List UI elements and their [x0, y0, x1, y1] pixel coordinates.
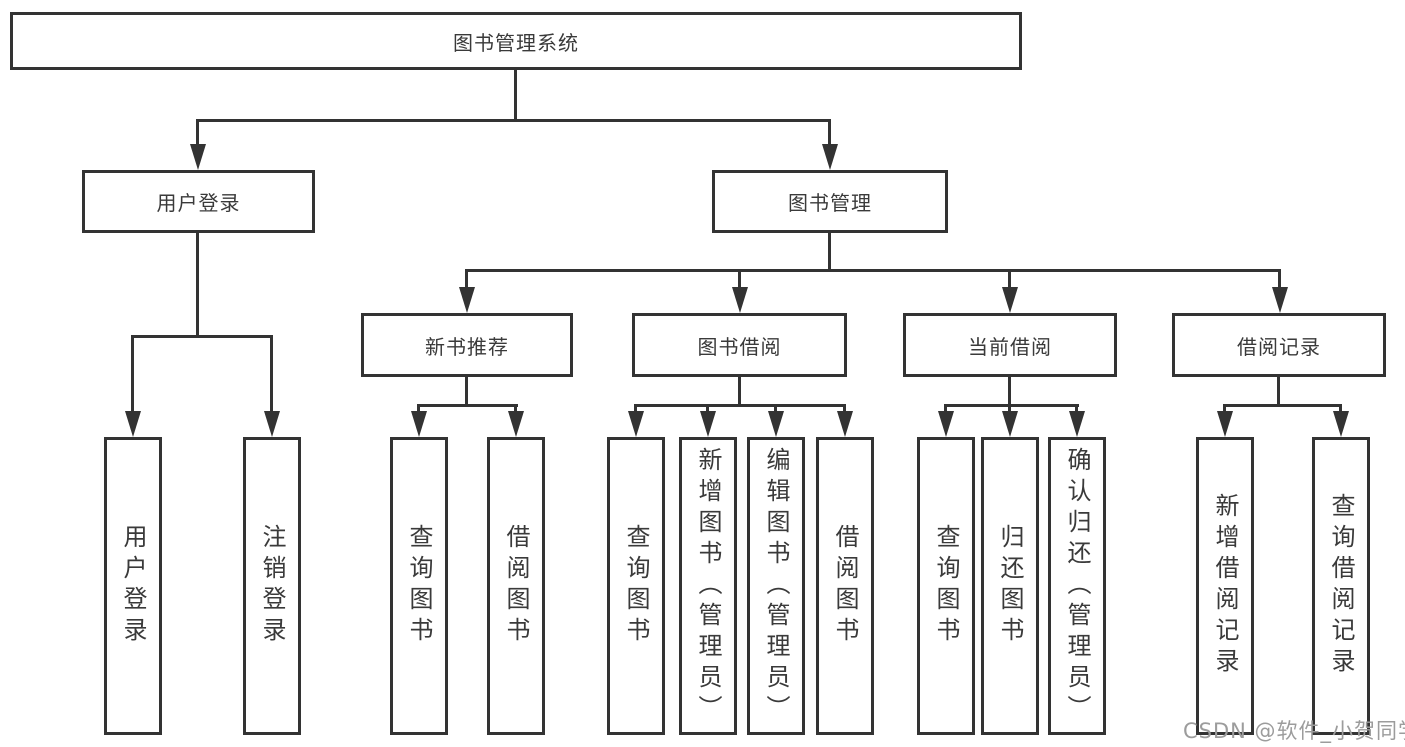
node-book-management: 图书管理: [712, 170, 948, 233]
connector-book-mgmt-stem: [828, 233, 831, 271]
connector-user-login-stem: [196, 233, 199, 338]
connector-drop: [774, 404, 777, 416]
node-label: 图书借阅: [697, 334, 782, 359]
arrow-down-icon: [822, 144, 838, 170]
leaf-user-login: 用户登录: [104, 437, 162, 735]
arrow-down-icon: [125, 411, 141, 437]
leaf-add-borrow-record: 新增借阅记录: [1196, 437, 1254, 735]
leaf-borrow-books-recommend: 借阅图书: [487, 437, 545, 735]
arrow-down-icon: [700, 411, 716, 437]
connector-book-mgmt-bar: [465, 269, 1281, 272]
connector-current-bar: [944, 404, 1079, 407]
arrow-down-icon: [1333, 411, 1349, 437]
node-label: 新增图书（管理员）: [694, 446, 722, 726]
arrow-down-icon: [732, 287, 748, 313]
connector-drop: [514, 404, 517, 416]
arrow-down-icon: [1272, 287, 1288, 313]
node-label: 查询借阅记录: [1327, 493, 1355, 679]
arrow-down-icon: [837, 411, 853, 437]
leaf-logout-login: 注销登录: [243, 437, 301, 735]
arrow-down-icon: [411, 411, 427, 437]
node-new-book-recommendation: 新书推荐: [361, 313, 573, 377]
connector-drop: [944, 404, 947, 416]
connector-root-bar: [196, 119, 831, 122]
node-current-borrowing: 当前借阅: [903, 313, 1117, 377]
connector-drop: [465, 269, 468, 291]
arrow-down-icon: [1069, 411, 1085, 437]
node-label: 用户登录: [119, 524, 147, 648]
leaf-add-books-admin: 新增图书（管理员）: [679, 437, 737, 735]
connector-borrowing-bar: [634, 404, 846, 407]
connector-drop: [1223, 404, 1226, 416]
connector-current-stem: [1008, 377, 1011, 407]
arrow-down-icon: [459, 287, 475, 313]
arrow-down-icon: [1002, 411, 1018, 437]
leaf-confirm-return-admin: 确认归还（管理员）: [1048, 437, 1106, 735]
node-label: 编辑图书（管理员）: [762, 446, 790, 726]
node-label: 归还图书: [996, 524, 1024, 648]
arrow-down-icon: [628, 411, 644, 437]
leaf-return-books: 归还图书: [981, 437, 1039, 735]
node-label: 借阅记录: [1237, 334, 1321, 359]
node-label: 注销登录: [258, 524, 286, 648]
leaf-edit-books-admin: 编辑图书（管理员）: [747, 437, 805, 735]
connector-drop: [1075, 404, 1078, 416]
connector-drop: [706, 404, 709, 416]
node-label: 查询图书: [932, 524, 960, 648]
connector-drop: [738, 269, 741, 291]
arrow-down-icon: [1002, 287, 1018, 313]
leaf-query-books-current: 查询图书: [917, 437, 975, 735]
node-user-login: 用户登录: [82, 170, 315, 233]
connector-borrowing-stem: [738, 377, 741, 407]
leaf-query-books-recommend: 查询图书: [390, 437, 448, 735]
node-label: 新增借阅记录: [1211, 493, 1239, 679]
node-label: 用户登录: [156, 191, 241, 215]
connector-drop: [634, 404, 637, 416]
connector-drop: [1339, 404, 1342, 416]
connector-drop: [828, 119, 831, 146]
connector-drop: [131, 335, 134, 413]
connector-recommend-stem: [465, 377, 468, 407]
connector-drop: [843, 404, 846, 416]
connector-recommend-bar: [417, 404, 518, 407]
connector-records-bar: [1223, 404, 1342, 407]
csdn-watermark: CSDN @软件_小贺同学: [1183, 719, 1405, 743]
node-label: 当前借阅: [968, 334, 1052, 359]
leaf-query-books-borrowing: 查询图书: [607, 437, 665, 735]
node-label: 查询图书: [622, 524, 650, 648]
leaf-borrow-books-borrowing: 借阅图书: [816, 437, 874, 735]
connector-user-login-bar: [131, 335, 273, 338]
arrow-down-icon: [508, 411, 524, 437]
connector-drop: [1008, 269, 1011, 291]
node-borrowing-records: 借阅记录: [1172, 313, 1386, 377]
connector-drop: [417, 404, 420, 416]
connector-drop: [1278, 269, 1281, 291]
connector-root-stem: [514, 70, 517, 121]
arrow-down-icon: [264, 411, 280, 437]
connector-drop: [1008, 404, 1011, 416]
arrow-down-icon: [1217, 411, 1233, 437]
node-label: 图书管理: [788, 191, 872, 215]
node-label: 图书管理系统: [453, 30, 579, 55]
connector-drop: [270, 335, 273, 413]
node-label: 查询图书: [405, 524, 433, 648]
leaf-query-borrow-record: 查询借阅记录: [1312, 437, 1370, 735]
node-label: 借阅图书: [502, 524, 530, 648]
node-label: 确认归还（管理员）: [1063, 446, 1091, 726]
connector-records-stem: [1277, 377, 1280, 407]
node-library-management-system: 图书管理系统: [10, 12, 1022, 70]
arrow-down-icon: [190, 144, 206, 170]
node-label: 借阅图书: [831, 524, 859, 648]
node-label: 新书推荐: [425, 334, 509, 359]
arrow-down-icon: [938, 411, 954, 437]
node-book-borrowing: 图书借阅: [632, 313, 847, 377]
arrow-down-icon: [768, 411, 784, 437]
connector-drop: [196, 119, 199, 146]
